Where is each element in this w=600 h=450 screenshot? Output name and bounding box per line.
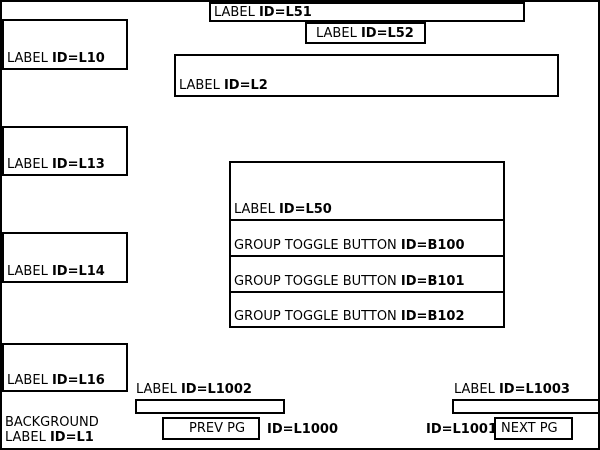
toggle-b102-id: ID=B102 [400,309,465,324]
next-page-button[interactable]: NEXT PG [494,417,573,440]
prev-page-button[interactable]: PREV PG [162,417,260,440]
label-l51: LABEL ID=L51 [209,2,525,22]
label-l50: LABEL ID=L50 [229,161,505,221]
label-l14-kind: LABEL [7,264,48,279]
toggle-b101-kind: GROUP TOGGLE BUTTON [234,274,397,289]
label-l10-kind: LABEL [7,51,48,66]
label-l52: LABEL ID=L52 [305,22,426,44]
label-l2-id: ID=L2 [223,78,268,93]
group-toggle-button-b101[interactable]: GROUP TOGGLE BUTTON ID=B101 [229,255,505,293]
toggle-b101-id: ID=B101 [400,274,465,289]
label-l1001: ID=L1001 [426,422,497,437]
label-l13: LABEL ID=L13 [2,126,128,176]
label-l50-id: ID=L50 [278,202,332,217]
label-l14: LABEL ID=L14 [2,232,128,283]
background-label-l1: BACKGROUND LABEL ID=L1 [5,415,99,445]
toggle-b102-kind: GROUP TOGGLE BUTTON [234,309,397,324]
group-toggle-button-b102[interactable]: GROUP TOGGLE BUTTON ID=B102 [229,291,505,328]
label-l1002-kind: LABEL [136,382,177,397]
group-toggle-button-b100[interactable]: GROUP TOGGLE BUTTON ID=B100 [229,219,505,257]
label-l2: LABEL ID=L2 [174,54,559,97]
prev-page-label: PREV PG [189,421,246,436]
label-l10-id: ID=L10 [51,51,105,66]
label-l1002: LABEL ID=L1002 [136,382,252,398]
background-label-kind: LABEL [5,430,46,445]
background-word: BACKGROUND [5,415,99,430]
label-l16: LABEL ID=L16 [2,343,128,392]
label-l52-id: ID=L52 [360,26,414,41]
next-page-label: NEXT PG [501,421,558,436]
label-l52-kind: LABEL [316,26,357,41]
label-l16-id: ID=L16 [51,373,105,388]
label-l1003-kind: LABEL [454,382,495,397]
label-l13-id: ID=L13 [51,157,105,172]
label-l1003: LABEL ID=L1003 [454,382,570,398]
toggle-b100-kind: GROUP TOGGLE BUTTON [234,238,397,253]
label-l16-kind: LABEL [7,373,48,388]
label-l50-kind: LABEL [234,202,275,217]
label-l51-kind: LABEL [214,5,255,20]
toggle-b100-id: ID=B100 [400,238,465,253]
label-l1003-bar [452,399,598,414]
label-l1002-id: ID=L1002 [180,382,252,397]
label-l1003-id: ID=L1003 [498,382,570,397]
label-l51-id: ID=L51 [258,5,312,20]
label-l14-id: ID=L14 [51,264,105,279]
label-l10: LABEL ID=L10 [2,19,128,70]
label-l1000: ID=L1000 [267,422,338,437]
background-label-id: ID=L1 [49,430,94,445]
label-l2-kind: LABEL [179,78,220,93]
label-l13-kind: LABEL [7,157,48,172]
label-l1002-bar [135,399,285,414]
